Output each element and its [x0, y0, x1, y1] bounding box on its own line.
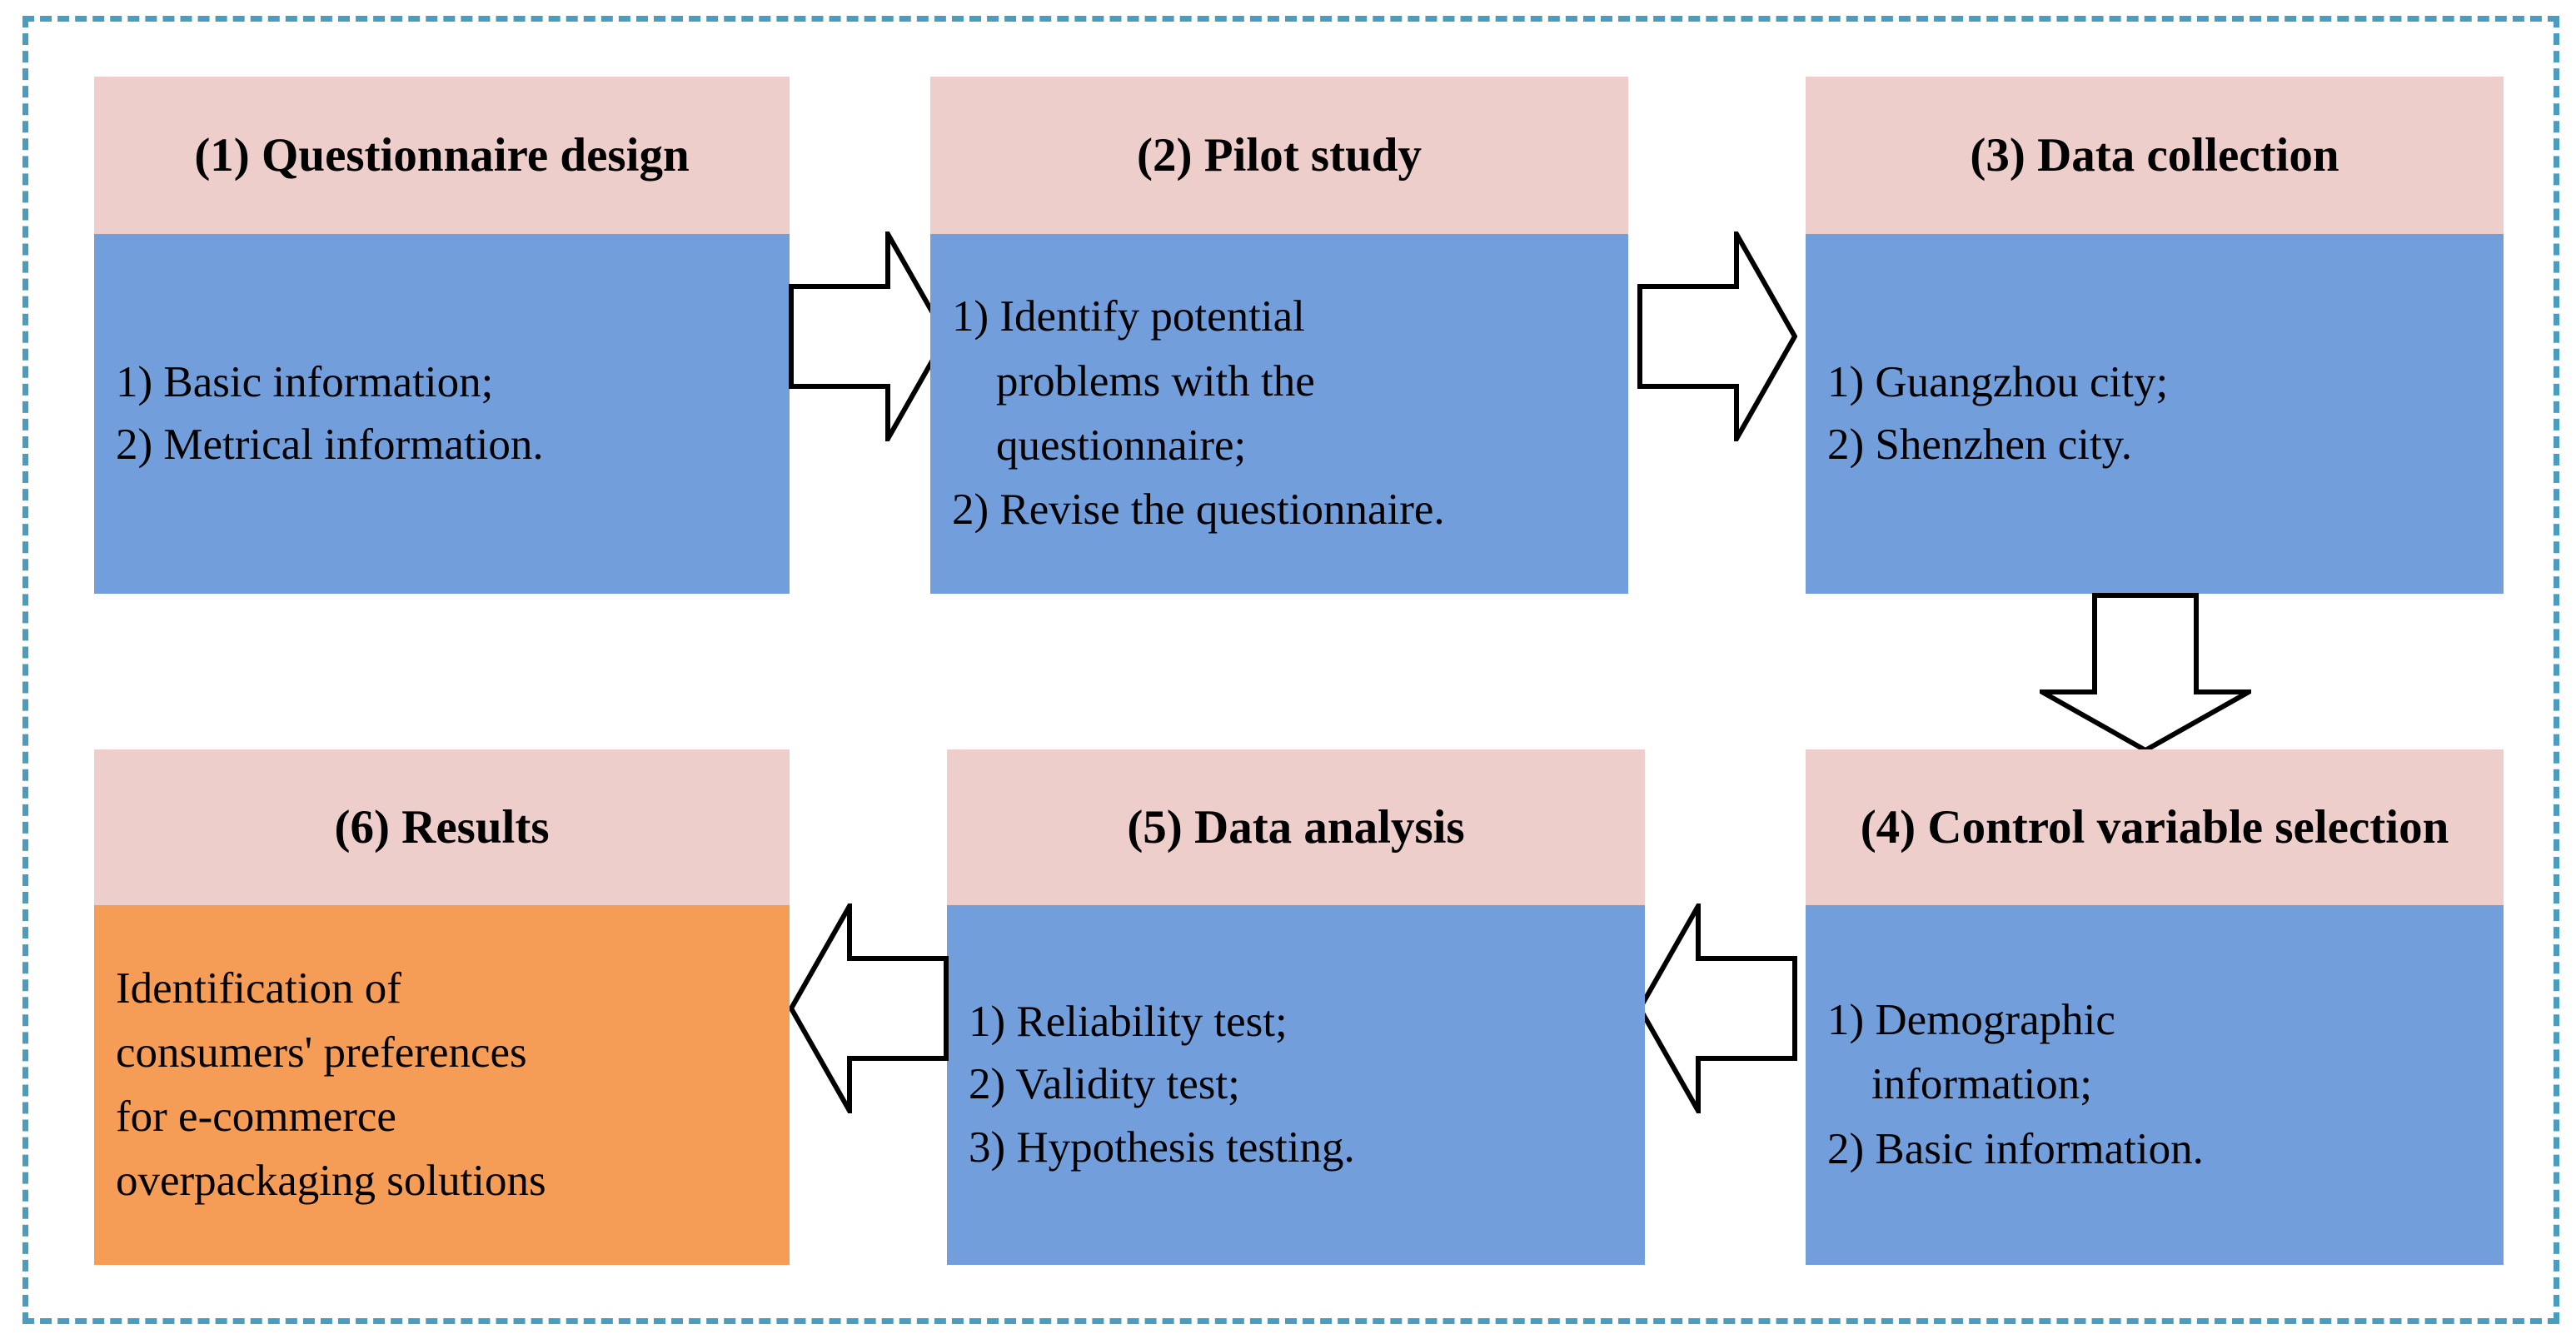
arrow-step3-to-step4-icon	[2040, 593, 2251, 753]
step-1-line-1: 1) Basic information;	[116, 357, 494, 406]
step-3-header: (3) Data collection	[1806, 77, 2504, 234]
arrow-step4-to-step5-icon	[1637, 903, 1797, 1113]
step-4-line-3: 2) Basic information.	[1827, 1124, 2204, 1173]
step-2-header: (2) Pilot study	[930, 77, 1628, 234]
step-3-body: 1) Guangzhou city; 2) Shenzhen city.	[1806, 234, 2504, 594]
step-box-control-variable-selection[interactable]: (4) Control variable selection 1) Demogr…	[1806, 749, 2504, 1265]
step-6-line-4: overpackaging solutions	[116, 1156, 546, 1205]
step-3-line-2: 2) Shenzhen city.	[1827, 421, 2132, 469]
step-6-line-3: for e-commerce	[116, 1093, 396, 1141]
step-5-line-3: 3) Hypothesis testing.	[969, 1122, 1355, 1172]
step-1-header: (1) Questionnaire design	[94, 77, 790, 234]
step-4-line-2: information;	[1827, 1060, 2092, 1109]
step-5-body: 1) Reliability test; 2) Validity test; 3…	[947, 905, 1645, 1265]
dashed-frame-border	[22, 16, 2559, 1324]
arrow-step2-to-step3-icon	[1637, 231, 1797, 441]
step-box-questionnaire-design[interactable]: (1) Questionnaire design 1) Basic inform…	[94, 77, 790, 594]
step-4-line-1: 1) Demographic	[1827, 995, 2115, 1044]
step-5-line-2: 2) Validity test;	[969, 1060, 1240, 1109]
step-2-line-3: questionnaire;	[952, 421, 1247, 470]
step-box-pilot-study[interactable]: (2) Pilot study 1) Identify potential pr…	[930, 77, 1628, 594]
step-2-line-2: problems with the	[952, 356, 1315, 406]
step-4-header: (4) Control variable selection	[1806, 749, 2504, 905]
step-5-header: (5) Data analysis	[947, 749, 1645, 905]
step-box-results[interactable]: (6) Results Identification of consumers'…	[94, 749, 790, 1265]
step-3-line-1: 1) Guangzhou city;	[1827, 357, 2169, 406]
step-box-data-collection[interactable]: (3) Data collection 1) Guangzhou city; 2…	[1806, 77, 2504, 594]
arrow-step1-to-step2-icon	[789, 231, 949, 441]
step-6-line-2: consumers' preferences	[116, 1028, 527, 1078]
step-2-line-1: 1) Identify potential	[952, 292, 1305, 341]
step-box-data-analysis[interactable]: (5) Data analysis 1) Reliability test; 2…	[947, 749, 1645, 1265]
step-1-line-2: 2) Metrical information.	[116, 421, 544, 469]
step-2-line-4: 2) Revise the questionnaire.	[952, 485, 1445, 535]
step-4-body: 1) Demographic information; 2) Basic inf…	[1806, 905, 2504, 1265]
step-5-line-1: 1) Reliability test;	[969, 998, 1288, 1047]
arrow-step5-to-step6-icon	[789, 903, 949, 1113]
step-6-body: Identification of consumers' preferences…	[94, 905, 790, 1265]
step-6-line-1: Identification of	[116, 964, 401, 1013]
step-6-header: (6) Results	[94, 749, 790, 905]
step-1-body: 1) Basic information; 2) Metrical inform…	[94, 234, 790, 594]
step-2-body: 1) Identify potential problems with the …	[930, 234, 1628, 594]
